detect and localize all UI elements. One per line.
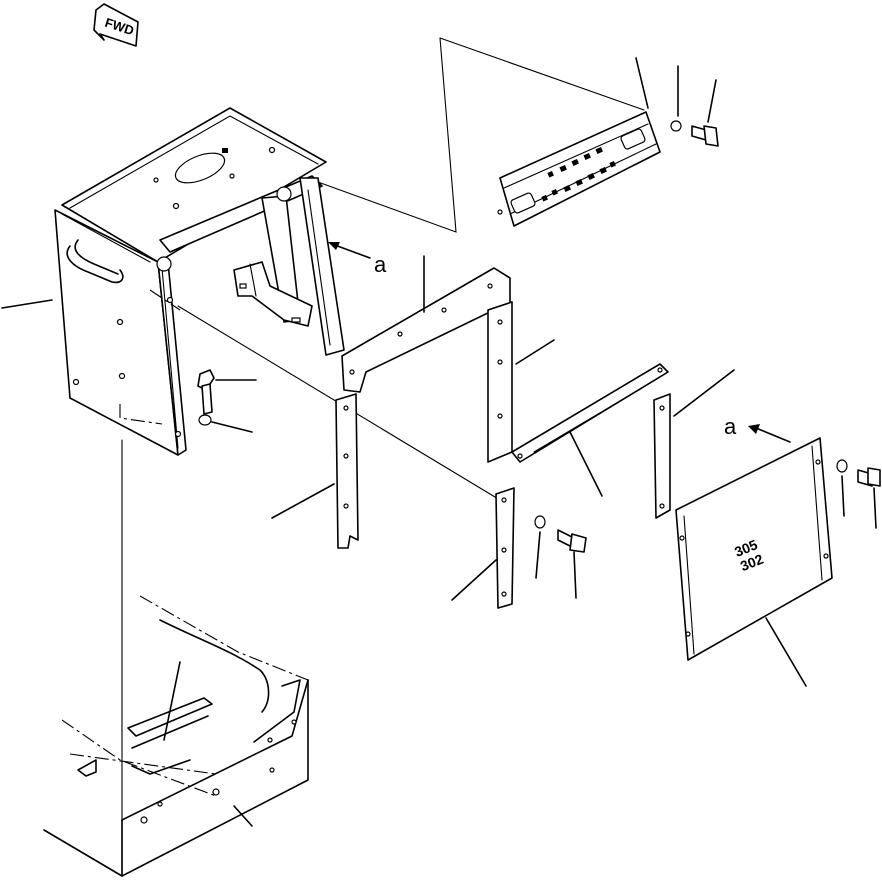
- seal-strip-left: [271, 393, 359, 549]
- view-arrow-a-upper: a: [328, 242, 387, 277]
- fwd-direction-marker: FWD: [93, 3, 139, 47]
- bolt-top-right: [691, 79, 719, 147]
- seal-frame-top: [341, 255, 511, 393]
- main-housing-frame: [54, 107, 345, 456]
- bolt-left: [197, 369, 257, 415]
- bracket-center: [451, 487, 515, 609]
- lower-chassis-base: [43, 439, 309, 877]
- washer-top-right: [670, 65, 682, 132]
- washer-lower-right: [836, 459, 848, 517]
- grille-panel-top: [497, 111, 661, 227]
- seal-strip-short: [653, 369, 735, 519]
- washer-center: [534, 515, 546, 579]
- view-arrow-a-lower: a: [724, 414, 791, 443]
- side-cover-panel: 305302: [675, 437, 833, 687]
- washer-left: [198, 414, 253, 433]
- leader-main-housing: [1, 299, 53, 309]
- view-label-a-upper: a: [374, 252, 387, 277]
- view-label-a-lower: a: [724, 414, 737, 439]
- bolt-center: [557, 529, 587, 599]
- seal-strip-diagonal: [511, 363, 669, 497]
- bolt-lower-right: [857, 467, 881, 529]
- leader-grille-top: [635, 57, 649, 109]
- reference-lines-top: [317, 37, 645, 233]
